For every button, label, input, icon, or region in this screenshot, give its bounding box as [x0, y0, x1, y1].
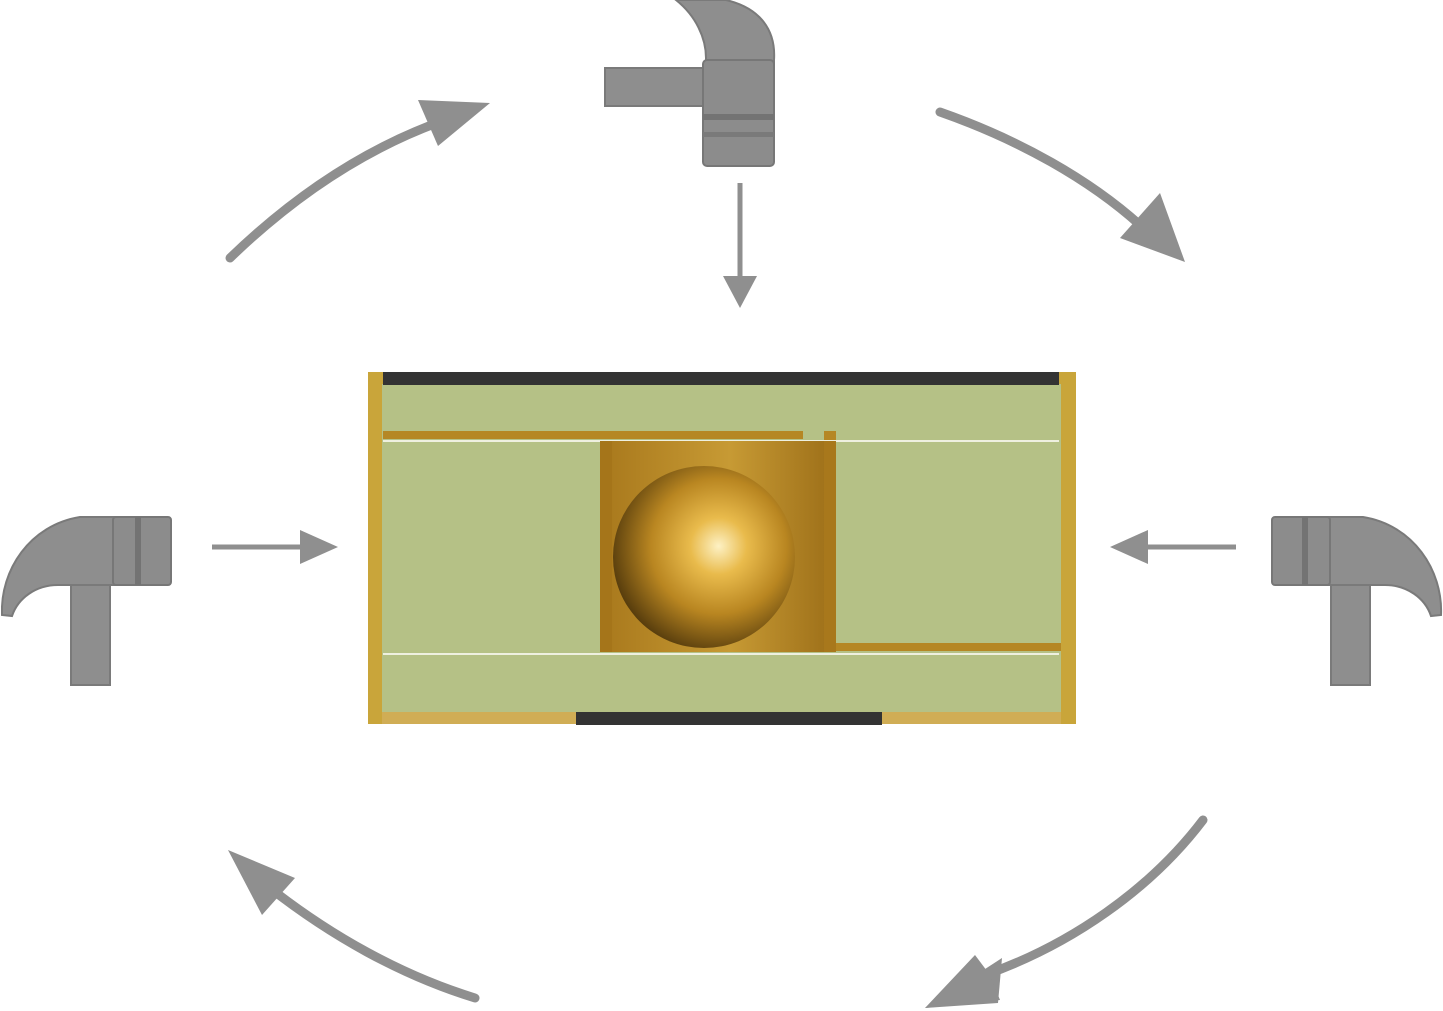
bottom-electrode — [576, 712, 882, 725]
arrow-head-left — [1110, 530, 1148, 564]
hammer-claw — [1327, 516, 1443, 618]
ball — [613, 466, 795, 648]
hammer-icon — [0, 516, 172, 686]
cycle-arrow-upper-left — [225, 100, 490, 263]
hammer-icon — [1271, 516, 1443, 686]
hammer-head — [1271, 516, 1331, 586]
cycle-arrow-lower-right — [925, 815, 1208, 1008]
hammer-claw — [674, 0, 776, 65]
arrow-head-down — [723, 276, 757, 308]
cycle-arrow-lower-left — [228, 850, 480, 1003]
top-electrode — [383, 372, 1059, 385]
arrow-head-right — [300, 530, 338, 564]
hammer-head — [112, 516, 172, 586]
hammer-handle — [604, 67, 710, 107]
hammer-icon — [604, 0, 776, 167]
hammer-handle — [70, 584, 111, 686]
cycle-arrow-upper-right — [935, 107, 1185, 262]
hammer-head — [702, 59, 775, 167]
sensor-device — [368, 372, 1076, 725]
hammer-handle — [1330, 584, 1371, 686]
hammer-claw — [0, 516, 116, 618]
